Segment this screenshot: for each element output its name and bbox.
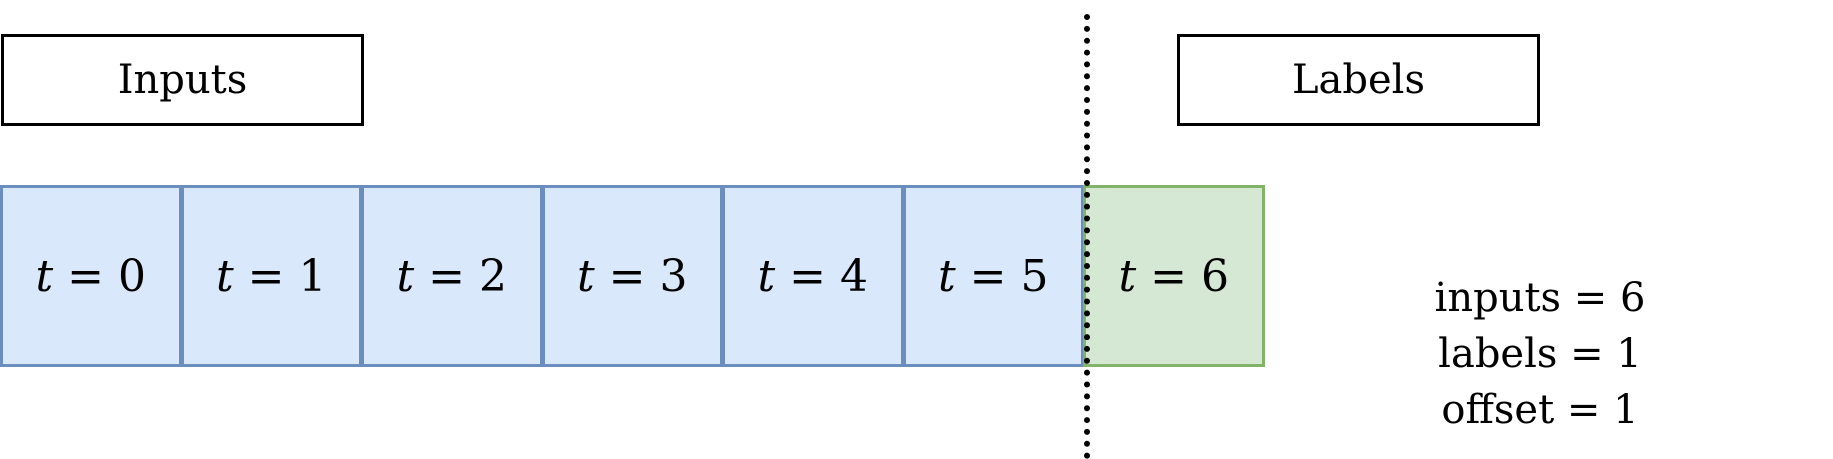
labels-box: Labels: [1177, 34, 1540, 126]
timestep-cell-3: t=3: [541, 185, 723, 367]
timestep-row: t=0 t=1 t=2 t=3 t=4 t=5 t=6: [0, 185, 1265, 367]
equals-sign: =: [969, 250, 1007, 302]
timestep-cell-0: t=0: [0, 185, 182, 367]
timestep-variable: t: [215, 250, 234, 302]
equals-sign: =: [1150, 250, 1188, 302]
timestep-cell-4: t=4: [722, 185, 904, 367]
timestep-value: 5: [1020, 250, 1049, 302]
timestep-variable: t: [937, 250, 956, 302]
param-labels: labels = 1: [1438, 331, 1642, 377]
timestep-value: 3: [659, 250, 688, 302]
equals-sign: =: [67, 250, 105, 302]
timestep-variable: t: [1118, 250, 1137, 302]
param-inputs: inputs = 6: [1434, 275, 1646, 321]
equals-sign: =: [247, 250, 285, 302]
timestep-value: 1: [298, 250, 327, 302]
equals-sign: =: [789, 250, 827, 302]
timestep-variable: t: [576, 250, 595, 302]
timestep-value: 0: [118, 250, 147, 302]
input-label-split-line: [1084, 14, 1090, 459]
timestep-variable: t: [757, 250, 776, 302]
timestep-cell-6: t=6: [1083, 185, 1265, 367]
timestep-value: 2: [479, 250, 508, 302]
window-params: inputs = 6 labels = 1 offset = 1: [1400, 270, 1680, 438]
timestep-cell-2: t=2: [361, 185, 543, 367]
labels-box-title: Labels: [1291, 57, 1425, 103]
timestep-cell-1: t=1: [180, 185, 362, 367]
timestep-value: 6: [1201, 250, 1230, 302]
inputs-box: Inputs: [1, 34, 364, 126]
equals-sign: =: [608, 250, 646, 302]
timestep-cell-5: t=5: [902, 185, 1084, 367]
equals-sign: =: [428, 250, 466, 302]
param-offset: offset = 1: [1441, 387, 1639, 433]
timestep-variable: t: [35, 250, 54, 302]
timestep-value: 4: [840, 250, 869, 302]
inputs-box-title: Inputs: [117, 57, 248, 103]
timestep-variable: t: [396, 250, 415, 302]
